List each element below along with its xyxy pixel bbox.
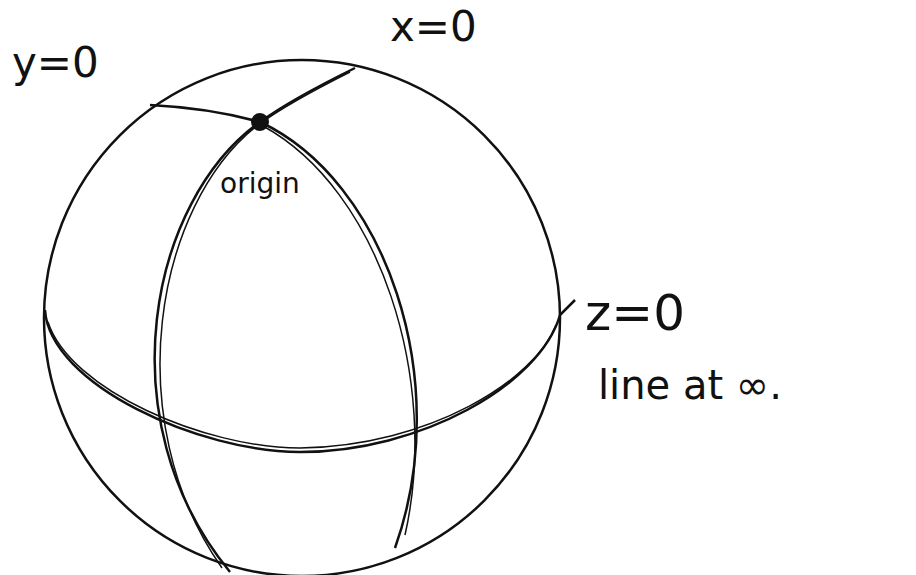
note-label: line at ∞. <box>598 365 782 405</box>
point-label: origin <box>220 170 300 198</box>
great-circle-y0 <box>150 105 417 548</box>
equator-z0-stroke <box>48 322 556 448</box>
sphere-outline <box>44 60 560 575</box>
origin-dot <box>251 113 269 131</box>
axis-label: y=0 <box>12 42 99 84</box>
equator-tick <box>560 300 575 315</box>
great-circle-x0 <box>155 68 355 572</box>
great-circle-x0-stroke <box>160 72 350 568</box>
axis-label: x=0 <box>390 6 477 48</box>
axis-label: z=0 <box>585 288 685 338</box>
equator-z0 <box>45 310 560 452</box>
